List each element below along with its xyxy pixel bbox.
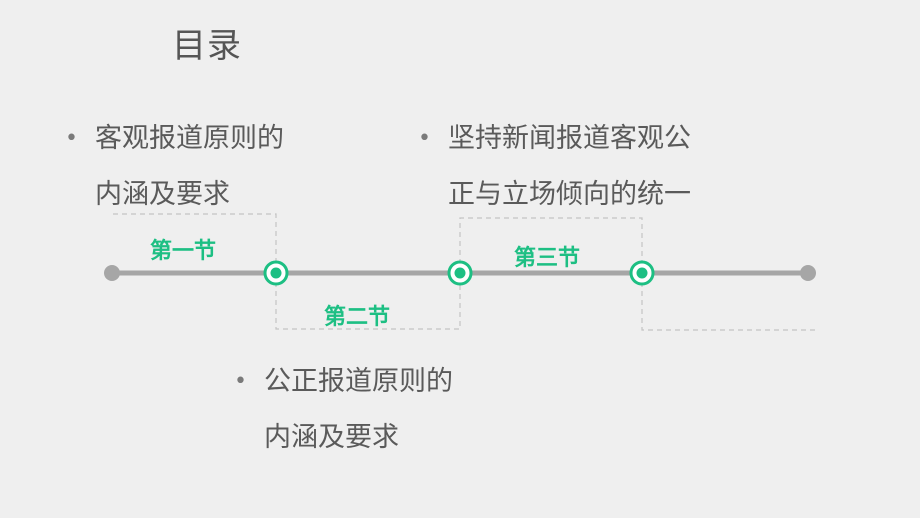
section-label-3[interactable]: 第三节 xyxy=(514,246,581,271)
dashed-connector-4 xyxy=(641,273,816,331)
bullet-dot: • xyxy=(418,126,431,151)
timeline-node-1 xyxy=(263,260,289,286)
dashed-connector-3 xyxy=(459,217,643,273)
toc-item-2-line-2: 正与立场倾向的统一 xyxy=(448,179,691,210)
section-label-2[interactable]: 第二节 xyxy=(324,305,391,330)
section-label-1[interactable]: 第一节 xyxy=(150,239,217,264)
toc-item-3-line-2: 内涵及要求 xyxy=(264,422,399,453)
toc-item-1[interactable]: • 客观报道原则的 内涵及要求 xyxy=(65,111,284,223)
toc-item-1-line-2: 内涵及要求 xyxy=(95,179,230,210)
page-title: 目录 xyxy=(172,26,242,66)
toc-item-2[interactable]: • 坚持新闻报道客观公 正与立场倾向的统一 xyxy=(418,111,691,223)
bullet-dot: • xyxy=(65,126,78,151)
toc-item-3-line-1: 公正报道原则的 xyxy=(264,366,453,397)
toc-item-3[interactable]: • 公正报道原则的 内涵及要求 xyxy=(234,354,453,466)
timeline-node-3 xyxy=(629,260,655,286)
dashed-connector-2 xyxy=(275,273,461,330)
timeline-start-dot xyxy=(104,265,120,281)
bullet-dot: • xyxy=(234,369,247,394)
toc-item-1-line-1: 客观报道原则的 xyxy=(95,123,284,154)
dashed-connector-1 xyxy=(113,213,277,273)
timeline-end-dot xyxy=(800,265,816,281)
timeline-node-2 xyxy=(447,260,473,286)
toc-item-2-line-1: 坚持新闻报道客观公 xyxy=(448,123,691,154)
